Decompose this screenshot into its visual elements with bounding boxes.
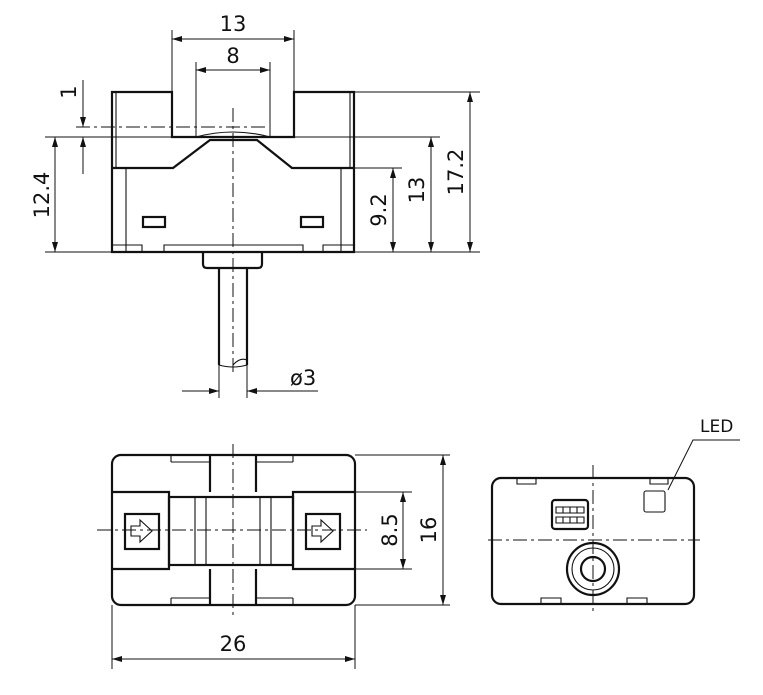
front-dimensions: 13 8 1 12.4 9.2 13 17.2 ø3	[30, 12, 480, 398]
dim-26: 26	[220, 632, 247, 656]
led-indicator	[643, 490, 666, 513]
arrow-box-right	[304, 512, 342, 551]
dim-13-top: 13	[220, 12, 247, 36]
front-view	[76, 90, 356, 372]
dim-16: 16	[417, 517, 441, 544]
dim-8: 8	[226, 44, 239, 68]
led-label: LED	[700, 417, 733, 437]
latch-right	[299, 215, 325, 229]
dim-13-side: 13	[405, 177, 429, 204]
side-view: LED	[488, 417, 740, 614]
top-view	[97, 444, 367, 615]
arrow-right-icon	[130, 518, 153, 544]
arrow-box-left	[123, 512, 161, 551]
dim-1: 1	[57, 85, 81, 98]
dim-diameter: ø3	[290, 366, 316, 390]
dim-17-2: 17.2	[444, 149, 468, 196]
top-dimensions: 8.5 16 26	[111, 454, 450, 669]
dim-12-4: 12.4	[30, 172, 54, 219]
led-leader-line	[667, 439, 740, 491]
dip-switch	[550, 498, 590, 531]
cable	[217, 268, 249, 365]
arrow-right-icon	[311, 518, 334, 544]
dim-9-2: 9.2	[367, 193, 391, 226]
latch-left	[141, 215, 167, 229]
dim-8-5: 8.5	[378, 513, 402, 546]
